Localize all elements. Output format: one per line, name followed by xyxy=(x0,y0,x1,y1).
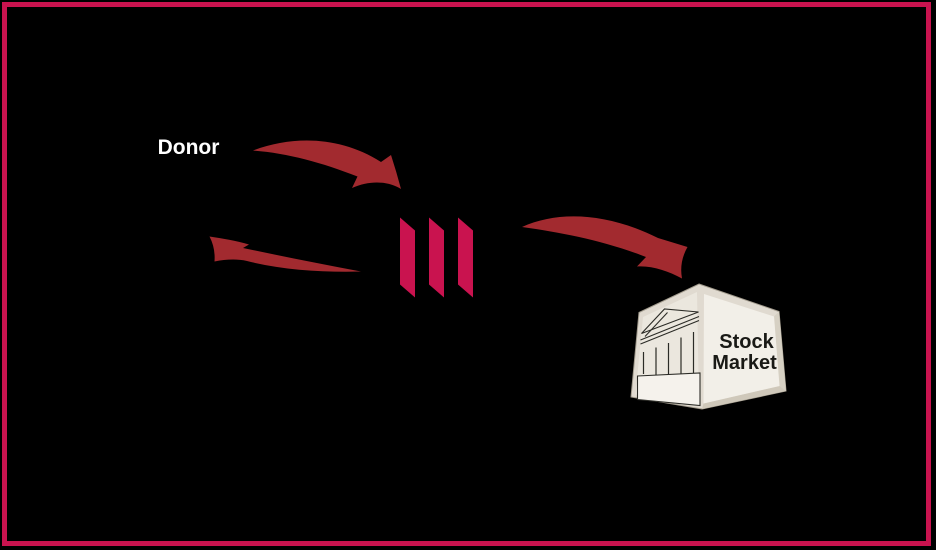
building-entablature xyxy=(640,315,700,345)
stock-market-building-icon: Stock Market xyxy=(630,283,787,410)
foundation-bar-3 xyxy=(458,217,473,298)
building-columns xyxy=(642,332,695,379)
building-base-panel xyxy=(636,372,701,407)
arrow-foundation-to-donor-icon xyxy=(209,236,361,272)
building-right-face xyxy=(703,294,780,404)
foundation-bars-icon xyxy=(400,217,473,298)
foundation-bar-2 xyxy=(429,217,444,298)
building-shadow-right xyxy=(774,311,786,391)
stock-market-label-line2: Market xyxy=(712,352,777,374)
arrow-donor-to-foundation-icon xyxy=(253,140,401,189)
stock-market-label-line1: Stock xyxy=(719,331,774,353)
building-pediment-inner-line xyxy=(644,312,668,337)
arrow-foundation-to-market-icon xyxy=(522,216,688,279)
foundation-bar-1 xyxy=(400,217,415,298)
building-shadow-bottom xyxy=(702,386,786,409)
building-pediment xyxy=(641,308,699,335)
donor-label: Donor xyxy=(158,136,220,159)
